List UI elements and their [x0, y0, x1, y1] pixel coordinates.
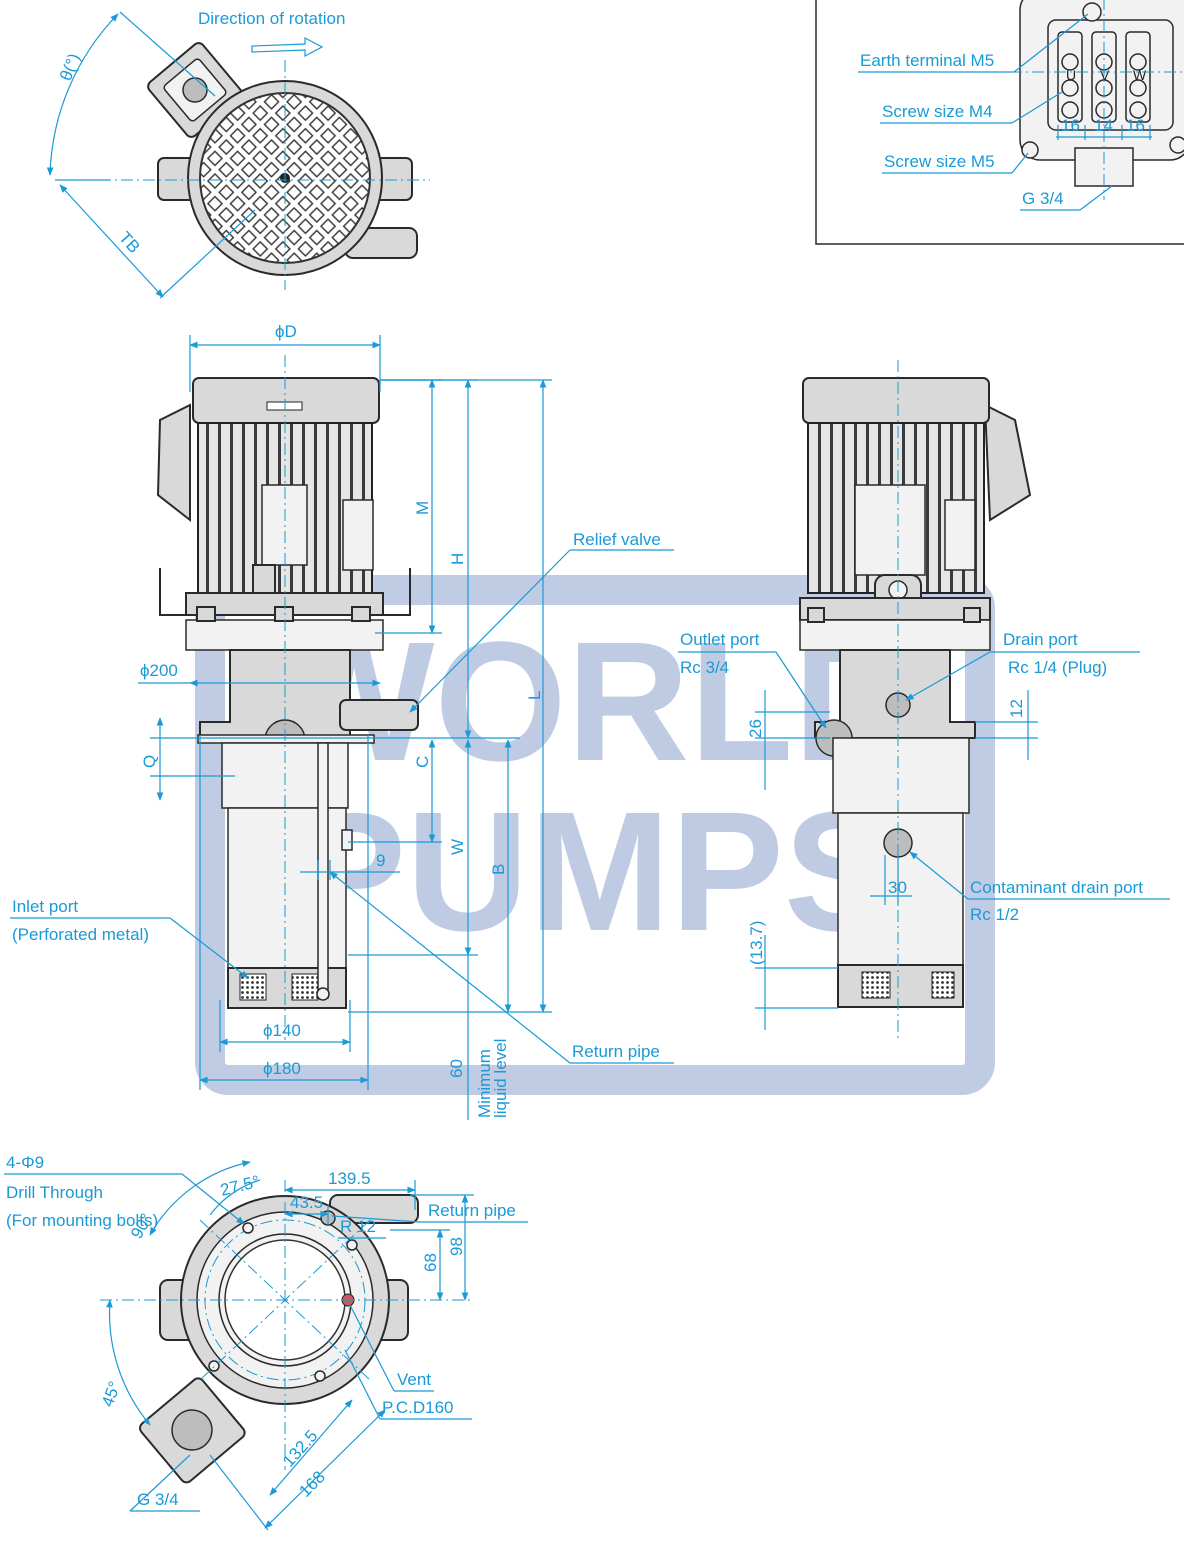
relief-valve-body	[339, 699, 419, 731]
return-pipe-label: Return pipe	[572, 1042, 660, 1061]
min-level-label-2: liquid level	[491, 1039, 510, 1118]
rotation-arrow-icon	[251, 37, 324, 57]
dim-16a: 16	[1061, 116, 1080, 135]
side-motor-cap	[802, 377, 990, 424]
side-upper-casing	[832, 737, 970, 814]
watermark: WORLD PUMPS	[195, 575, 995, 1095]
bolt-hole	[242, 1222, 254, 1234]
direction-label: Direction of rotation	[198, 9, 345, 28]
phi-d-label: ϕD	[275, 322, 297, 341]
m-label: M	[413, 501, 432, 515]
motor-cap	[192, 377, 380, 424]
return-pipe	[317, 742, 329, 999]
terminal-box-detail: U V W Earth terminal M5 Screw size M4 Sc…	[815, 0, 1184, 245]
conduit-box-front	[156, 403, 191, 523]
bolt-hole	[314, 1370, 326, 1382]
bottom-conduit-label: G 3/4	[137, 1490, 179, 1509]
vent-label: Vent	[397, 1370, 431, 1389]
phase-v-label: V	[1100, 67, 1110, 83]
w-label: W	[448, 839, 467, 855]
bolt-hole	[346, 1239, 358, 1251]
dim-14: 14	[1094, 116, 1113, 135]
phi200-label: ϕ200	[140, 661, 178, 680]
dim-68-label: 68	[421, 1253, 440, 1272]
angle-275-label: 27.5°	[218, 1172, 261, 1200]
terminal-conduit-label: G 3/4	[1022, 189, 1064, 208]
holes-label-3: (For mounting bolts)	[6, 1211, 158, 1230]
inlet-port-label-2: (Perforated metal)	[12, 925, 149, 944]
bottom-conduit-box	[139, 1377, 246, 1484]
dim-12-label: 12	[1007, 699, 1026, 718]
phi140-label: ϕ140	[263, 1021, 301, 1040]
c-label: C	[413, 756, 432, 768]
holes-label-1: 4-Φ9	[6, 1153, 44, 1172]
bottom-view: 4-Φ9 Drill Through (For mounting bolts) …	[4, 1153, 528, 1531]
earth-terminal-label: Earth terminal M5	[860, 51, 994, 70]
q-label: Q	[140, 755, 159, 768]
screw-m4-label: Screw size M4	[882, 102, 993, 121]
min-level-label-1: Minimum	[475, 1049, 494, 1118]
sixty-label: 60	[447, 1059, 466, 1078]
outlet-port-label-2: Rc 3/4	[680, 658, 729, 677]
top-view: θ(°) TB Direction of rotation	[46, 9, 430, 299]
inlet-perforation	[239, 973, 267, 1001]
dim-168-label: 168	[295, 1467, 328, 1500]
side-view: Outlet port Rc 3/4 Drain port Rc 1/4 (Pl…	[678, 360, 1170, 1040]
phi180-label: ϕ180	[263, 1059, 301, 1078]
side-flange	[799, 619, 991, 651]
dim-1395-label: 139.5	[328, 1169, 371, 1188]
h-label: H	[448, 553, 467, 565]
r12-label: R 12	[340, 1217, 376, 1236]
pcd-label: P.C.D160	[382, 1398, 454, 1417]
conduit-box-side	[983, 403, 1032, 522]
relief-valve-label: Relief valve	[573, 530, 661, 549]
dim-30-label: 30	[888, 878, 907, 897]
phase-w-label: W	[1133, 67, 1147, 83]
dim-9-label: 9	[376, 851, 385, 870]
inlet-port-label-1: Inlet port	[12, 897, 78, 916]
b-label: B	[489, 864, 508, 875]
dim-137-label: (13.7)	[747, 921, 766, 965]
dim-98-label: 98	[447, 1237, 466, 1256]
dim-435-label: 43.5	[290, 1193, 323, 1212]
terminal-w	[1125, 31, 1151, 123]
drain-port-label-2: Rc 1/4 (Plug)	[1008, 658, 1107, 677]
terminal-u	[1057, 31, 1083, 123]
dim-26-label: 26	[746, 719, 765, 738]
phase-u-label: U	[1066, 67, 1076, 83]
bolt-hole	[208, 1360, 220, 1372]
outlet-port-label-1: Outlet port	[680, 630, 760, 649]
l-label: L	[525, 691, 544, 700]
contaminant-label-1: Contaminant drain port	[970, 878, 1143, 897]
dim-16b: 16	[1126, 116, 1145, 135]
bottom-return-pipe-label: Return pipe	[428, 1201, 516, 1220]
holes-label-2: Drill Through	[6, 1183, 103, 1202]
screw-m5-label: Screw size M5	[884, 152, 995, 171]
drain-port-label-1: Drain port	[1003, 630, 1078, 649]
tb-label: TB	[115, 228, 144, 257]
angle-45-label: 45°	[98, 1379, 125, 1410]
front-view: ϕD M H L Relief valve ϕ200 Q C W	[10, 322, 674, 1120]
theta-label: θ(°)	[56, 51, 84, 84]
contaminant-label-2: Rc 1/2	[970, 905, 1019, 924]
